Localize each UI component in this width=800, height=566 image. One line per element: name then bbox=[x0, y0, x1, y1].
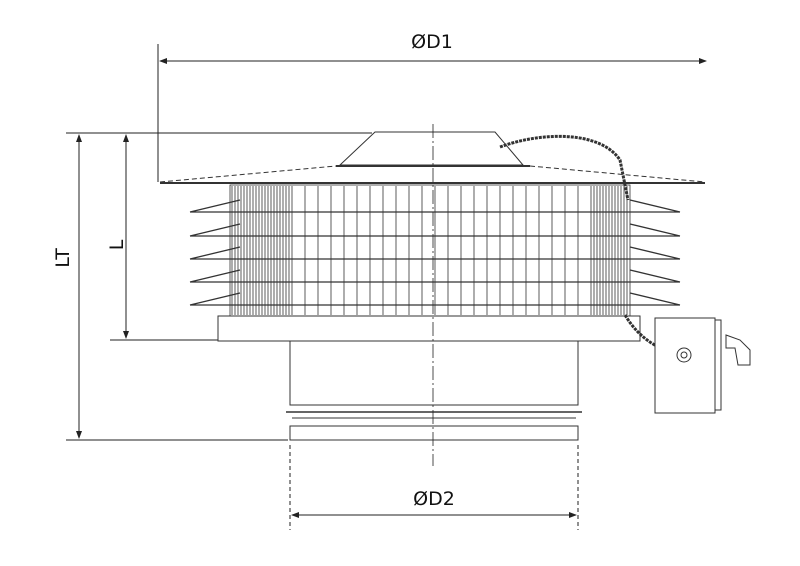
louver bbox=[189, 246, 681, 260]
louver bbox=[189, 223, 681, 237]
dimension-l: L bbox=[106, 134, 218, 341]
louvers bbox=[189, 199, 681, 306]
l-label: L bbox=[106, 239, 128, 250]
lt-label: LT bbox=[52, 248, 74, 268]
dimension-d2: ØD2 bbox=[289, 445, 579, 530]
louver bbox=[189, 199, 681, 213]
terminal-box bbox=[654, 317, 751, 414]
dimension-lt: LT bbox=[52, 132, 372, 441]
louver bbox=[189, 292, 681, 306]
grille bbox=[229, 184, 631, 317]
dimension-d1: ØD1 bbox=[157, 31, 707, 182]
d2-label: ØD2 bbox=[413, 488, 455, 510]
d1-label: ØD1 bbox=[411, 31, 453, 53]
fan-body bbox=[159, 131, 706, 441]
louver bbox=[189, 269, 681, 283]
